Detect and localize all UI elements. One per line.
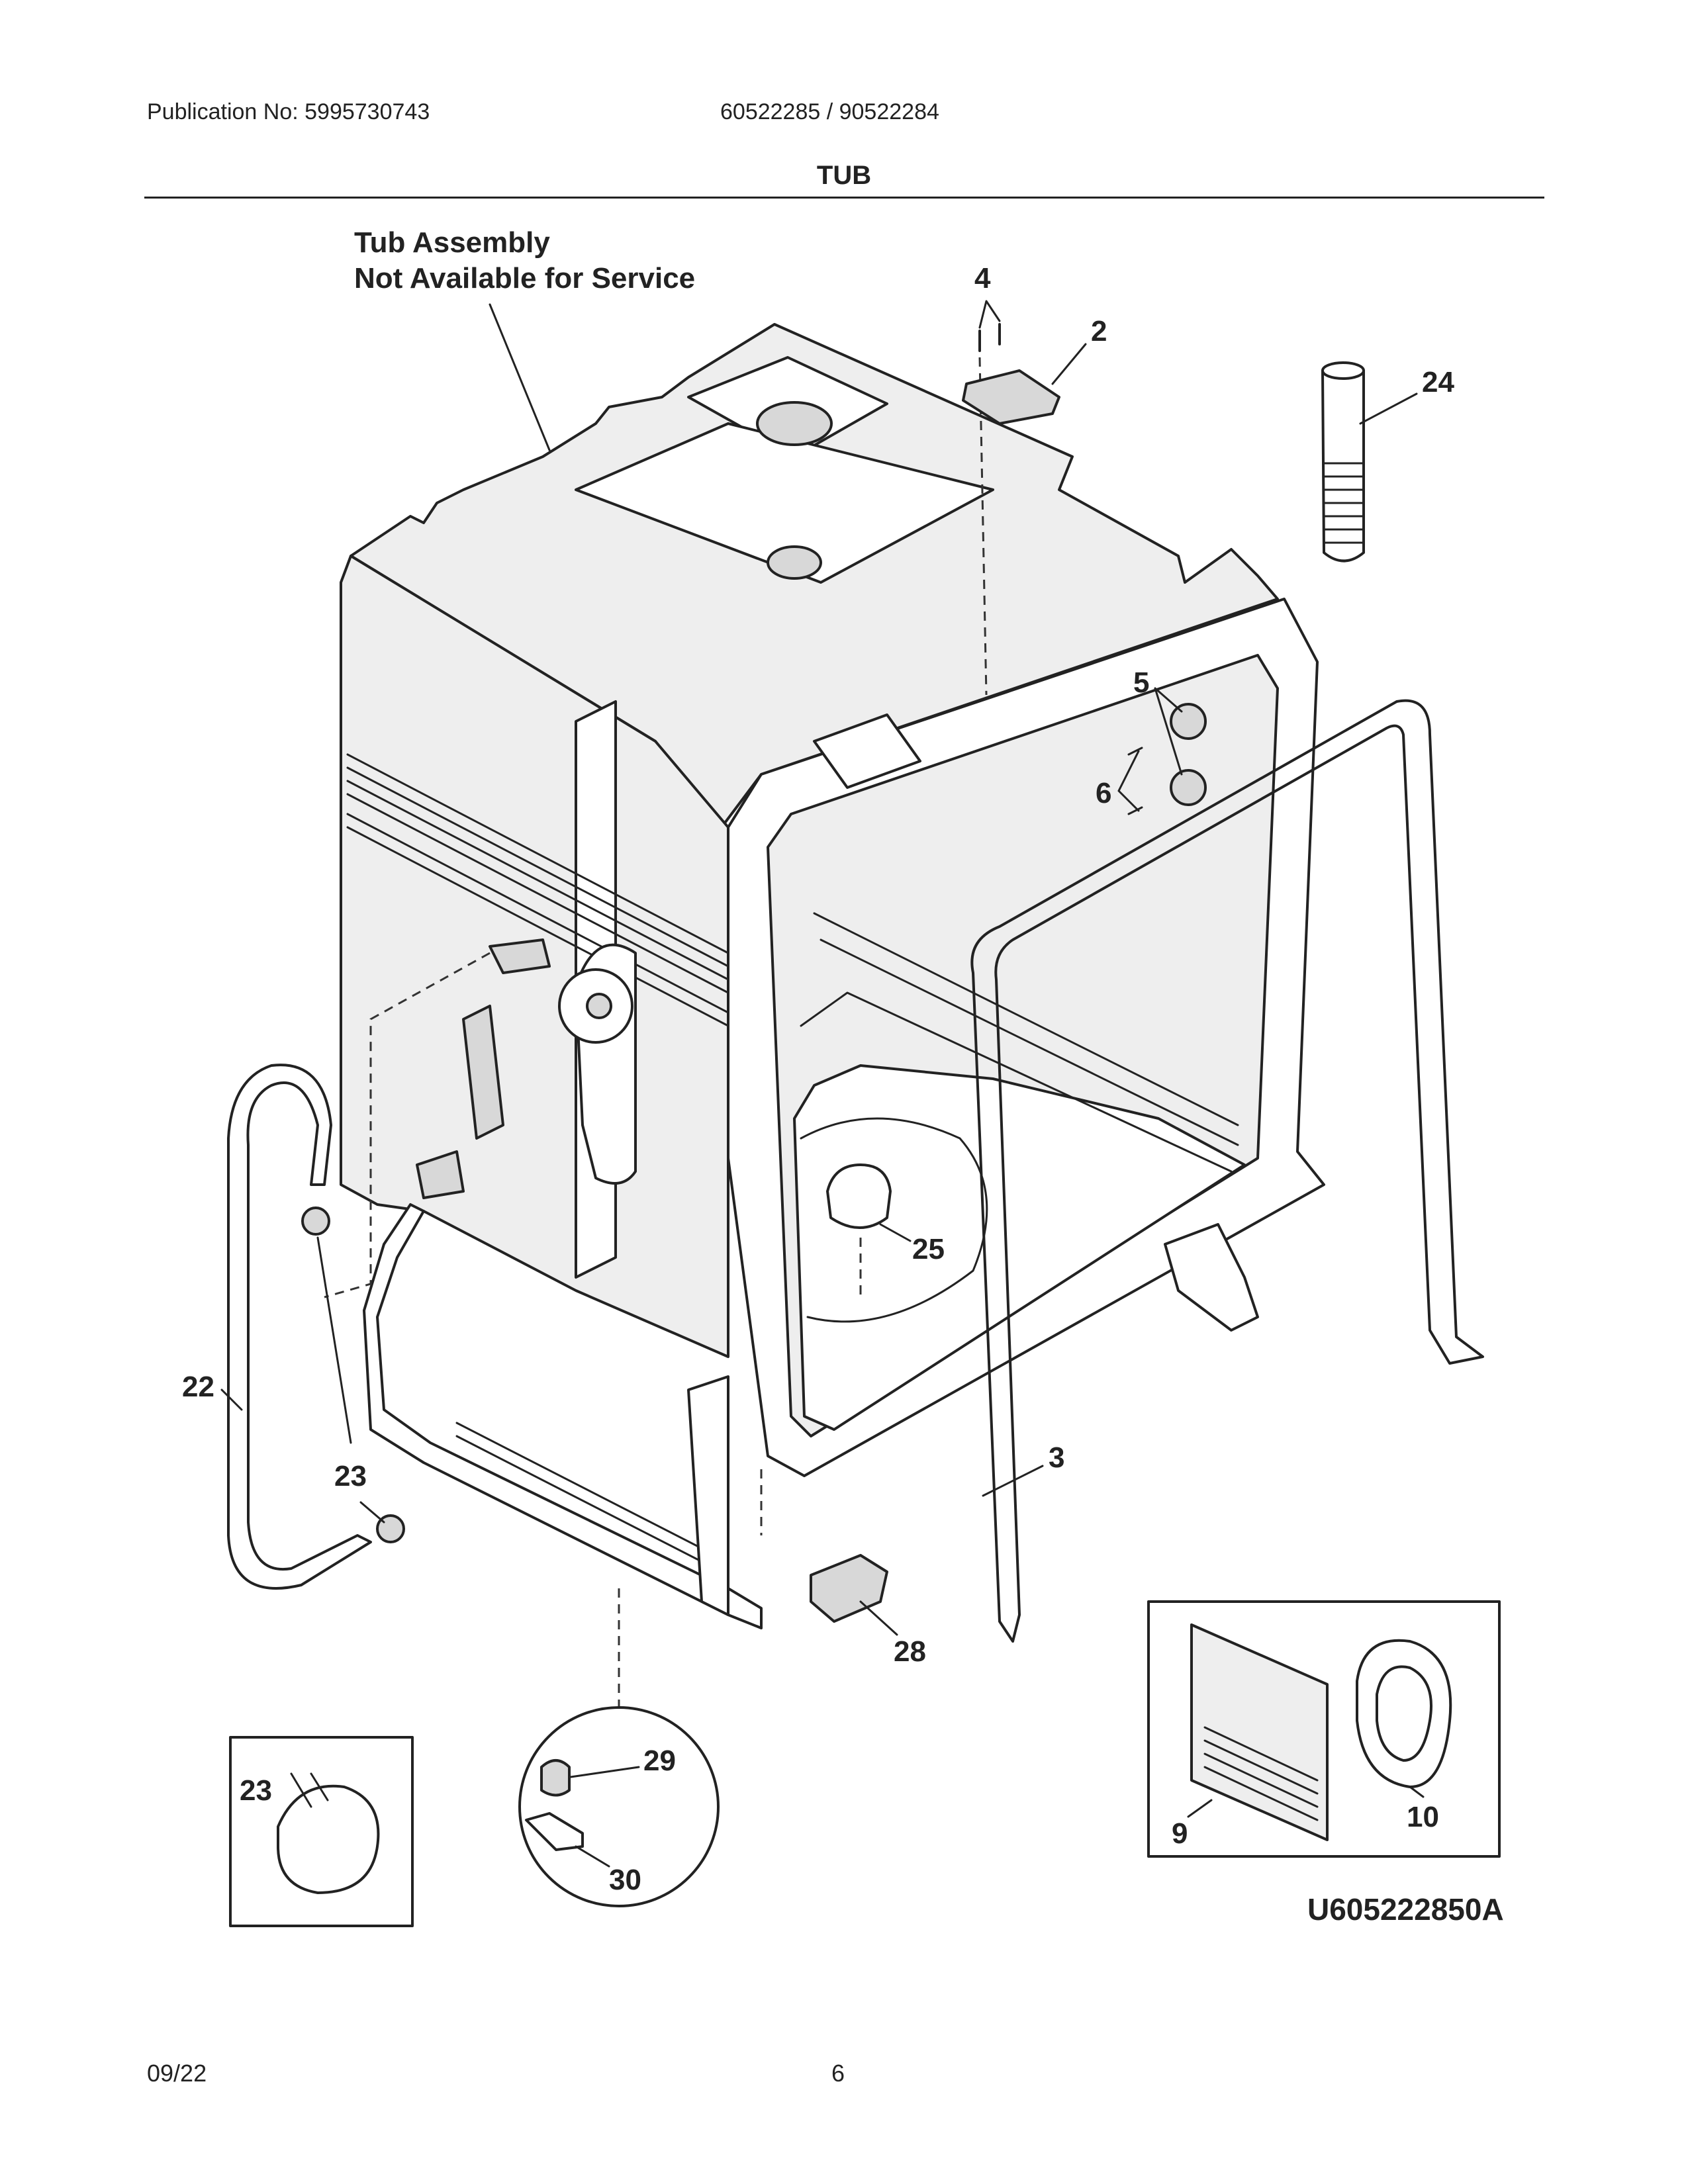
- rack-rail-lower: [800, 991, 1233, 1173]
- right-rear-leg: [1164, 1223, 1259, 1332]
- page-number: 6: [831, 2060, 845, 2087]
- callout-5-leader: [1154, 687, 1183, 776]
- inset-9-10-frame: [1147, 1600, 1501, 1858]
- callout-2-leader: [1051, 343, 1087, 385]
- fill-inlet-fitting: [462, 1005, 504, 1140]
- tub-assembly: [324, 323, 1325, 1629]
- inset-23-frame: [229, 1736, 414, 1927]
- clamp-23-upper: [301, 1206, 330, 1236]
- tub-inner-floor: [793, 1064, 1246, 1431]
- inset-clamp-tab: [290, 1772, 329, 1808]
- callout-3-leader: [982, 1465, 1044, 1497]
- callout-23: 23: [334, 1460, 367, 1492]
- sump-ring: [800, 1117, 988, 1323]
- part-22-drain-hose: 22: [182, 1064, 372, 1590]
- top-port-front: [767, 545, 822, 580]
- inset-29-30: 29 30: [518, 1706, 720, 1907]
- base-front-rail: [455, 1422, 729, 1576]
- tub-note-line1: Tub Assembly: [354, 226, 550, 259]
- callout-6-leader: [1117, 750, 1140, 812]
- inset-clamp-23-drawing: [277, 1784, 380, 1894]
- side-louver-3: [346, 813, 729, 1027]
- callout-22-leader: [220, 1388, 243, 1411]
- top-recess-front: [575, 422, 994, 584]
- callout-10: 10: [1407, 1801, 1439, 1833]
- part-9-vents: [1203, 1726, 1319, 1821]
- callout-25-leader: [879, 1223, 912, 1242]
- tub-note-line2: Not Available for Service: [354, 262, 696, 295]
- callout-3: 3: [1049, 1441, 1064, 1474]
- tub-note-leader: [489, 303, 551, 451]
- callout-24: 24: [1422, 366, 1454, 398]
- vent-hose-24: [1321, 369, 1365, 563]
- hinge-bracket-2: [962, 369, 1060, 425]
- callout-5: 5: [1133, 666, 1149, 699]
- part-24-vent-hose: 24: [1321, 361, 1454, 563]
- inset-29-30-frame: [518, 1706, 720, 1907]
- component-25-body: [826, 1163, 892, 1229]
- callout-29: 29: [643, 1745, 676, 1777]
- callout-6: 6: [1096, 777, 1111, 809]
- callout-25: 25: [912, 1233, 945, 1265]
- part-30-bracket: [525, 1812, 584, 1851]
- inset-clamp-23: 23: [229, 1736, 414, 1927]
- inset-9-10: 9 10: [1147, 1600, 1501, 1858]
- drawing-code: U605222850A: [1307, 1892, 1504, 1927]
- part-10-ring-inner: [1376, 1665, 1432, 1762]
- hinge-dashed-guide: [978, 357, 988, 696]
- callout-28: 28: [894, 1635, 926, 1668]
- footer-date: 09/22: [147, 2060, 207, 2087]
- screw-6a: [1127, 747, 1143, 756]
- part-2-hinge-bracket: 2: [962, 315, 1107, 425]
- vent-hose-top: [1321, 361, 1365, 380]
- bushing-5-lower: [1170, 769, 1207, 806]
- header-divider: [144, 197, 1544, 199]
- switch-28-body: [810, 1554, 888, 1623]
- part-23-clamps: 23: [301, 1206, 405, 1543]
- screw-6b: [1127, 806, 1143, 815]
- drain-hose-22: [227, 1064, 372, 1590]
- part-5-6-bushings: 5 6: [1096, 666, 1207, 815]
- top-port-rear: [756, 401, 833, 446]
- part-28-switch: 28: [760, 1469, 926, 1668]
- side-bracket-lower: [416, 1150, 465, 1199]
- model-numbers: 60522285 / 90522284: [720, 99, 939, 124]
- front-leg-bracket: [687, 1375, 729, 1616]
- gasket-3-outer: [970, 699, 1484, 1643]
- vent-round-hole: [586, 993, 612, 1019]
- part-4-screws: 4: [974, 262, 1001, 352]
- part-25-component: 25: [826, 1163, 945, 1297]
- callout-30-leader: [575, 1845, 610, 1868]
- callout-4-leader: [978, 300, 1001, 329]
- callout-4: 4: [974, 262, 991, 295]
- callout-23-inset: 23: [240, 1774, 272, 1807]
- tub-assembly-note: Tub Assembly Not Available for Service: [354, 225, 695, 296]
- part-29-cap: [540, 1759, 571, 1797]
- part-9-cover: [1190, 1623, 1329, 1841]
- drain-clip-upper: [489, 938, 551, 974]
- section-title: TUB: [816, 161, 872, 190]
- callout-9: 9: [1172, 1817, 1188, 1850]
- callout-30: 30: [609, 1864, 641, 1896]
- callout-2: 2: [1091, 315, 1107, 347]
- callout-22: 22: [182, 1371, 214, 1403]
- side-louver-2: [346, 780, 729, 994]
- hinge-bracket-top: [813, 713, 921, 789]
- inlet-dashed-guide: [324, 952, 491, 1298]
- bushing-5-upper: [1170, 703, 1207, 740]
- publication-number: Publication No: 5995730743: [147, 99, 430, 124]
- callout-24-leader: [1359, 392, 1418, 425]
- callout-23-leader: [316, 1236, 385, 1524]
- callout-10-leader: [1409, 1786, 1425, 1798]
- part-3-door-gasket: 3: [970, 699, 1484, 1643]
- rack-rail-upper: [813, 912, 1239, 1146]
- side-louver-1: [346, 753, 729, 968]
- callout-9-leader: [1187, 1799, 1213, 1818]
- callout-28-leader: [859, 1600, 898, 1636]
- vent-hose-corrugation: [1323, 462, 1365, 544]
- callout-29-leader: [569, 1766, 640, 1778]
